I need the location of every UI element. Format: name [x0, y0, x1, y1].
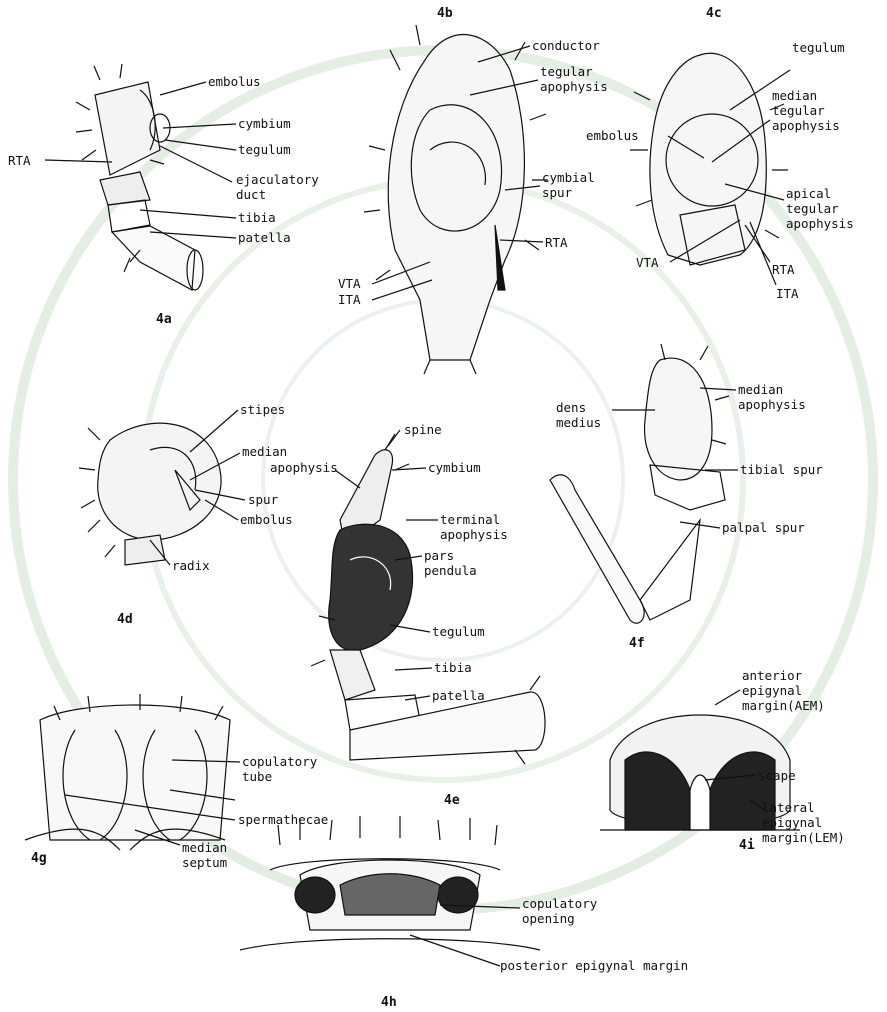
label-4c-apical-tegular-apophysis: apical tegular apophysis: [786, 186, 854, 231]
label-4d-embolus: embolus: [240, 512, 293, 527]
caption-4d: 4d: [117, 612, 133, 627]
fig-4d-drawing: [79, 410, 245, 565]
label-4e-spine: spine: [404, 422, 442, 437]
fig-4c-drawing: [630, 53, 790, 285]
label-4b-vta: VTA: [338, 276, 361, 291]
label-4e-pars-pendula: pars pendula: [424, 548, 477, 578]
label-4f-palpal-spur: palpal spur: [722, 520, 805, 535]
label-4h-copulatory-opening: copulatory opening: [522, 896, 597, 926]
label-4a-ejaculatory-duct: ejaculatory duct: [236, 172, 319, 202]
caption-4h: 4h: [381, 995, 397, 1010]
label-4g-spermathecae: spermathecae: [238, 812, 328, 827]
fig-4g-drawing: [25, 694, 240, 850]
label-4b-ita: ITA: [338, 292, 361, 307]
label-4f-median-apophysis: median apophysis: [738, 382, 806, 412]
label-4c-rta: RTA: [772, 262, 795, 277]
label-4a-tibia: tibia: [238, 210, 276, 225]
label-4g-median-septum: median septum: [182, 840, 227, 870]
label-4b-tegular-apophysis: tegular apophysis: [540, 64, 608, 94]
caption-4e: 4e: [444, 793, 460, 808]
label-4c-median-tegular-apophysis: median tegular apophysis: [772, 88, 840, 133]
label-4g-copulatory-tube: copulatory tube: [242, 754, 317, 784]
fig-4h-drawing: [240, 816, 540, 966]
label-4a-patella: patella: [238, 230, 291, 245]
label-4d-apophysis: apophysis: [270, 460, 338, 475]
label-4i-anterior-epigynal-margin: anterior epigynal margin(AEM): [742, 668, 825, 713]
caption-4f: 4f: [629, 636, 645, 651]
caption-4a: 4a: [156, 312, 172, 327]
label-4d-stipes: stipes: [240, 402, 285, 417]
label-4b-conductor: conductor: [532, 38, 600, 53]
label-4e-tibia: tibia: [434, 660, 472, 675]
label-4e-terminal-apophysis: terminal apophysis: [440, 512, 508, 542]
label-4c-tegulum: tegulum: [792, 40, 845, 55]
caption-4g: 4g: [31, 851, 47, 866]
caption-4c: 4c: [706, 6, 722, 21]
label-4f-tibial-spur: tibial spur: [740, 462, 823, 477]
label-4i-lateral-epigynal-margin: lateral epigynal margin(LEM): [762, 800, 845, 845]
label-4a-tegulum: tegulum: [238, 142, 291, 157]
label-4a-rta: RTA: [8, 153, 31, 168]
label-4d-spur: spur: [248, 492, 278, 507]
label-4c-embolus: embolus: [586, 128, 639, 143]
label-4f-dens-medius: dens medius: [556, 400, 601, 430]
label-4e-patella: patella: [432, 688, 485, 703]
label-4e-tegulum: tegulum: [432, 624, 485, 639]
label-4b-cymbial-spur: cymbial spur: [542, 170, 595, 200]
label-4c-vta: VTA: [636, 255, 659, 270]
label-4a-cymbium: cymbium: [238, 116, 291, 131]
label-4i-scape: scape: [758, 768, 796, 783]
label-4h-posterior-epigynal-margin: posterior epigynal margin: [500, 958, 688, 973]
caption-4i: 4i: [739, 838, 755, 853]
label-4c-ita: ITA: [776, 286, 799, 301]
fig-4f-drawing: [550, 344, 738, 623]
label-4b-rta: RTA: [545, 235, 568, 250]
caption-4b: 4b: [437, 6, 453, 21]
label-4d-median: median: [242, 444, 287, 459]
label-4d-radix: radix: [172, 558, 210, 573]
fig-4e-drawing: [311, 430, 545, 764]
label-4e-cymbium: cymbium: [428, 460, 481, 475]
fig-4b-drawing: [364, 25, 548, 374]
label-4a-embolus: embolus: [208, 74, 261, 89]
